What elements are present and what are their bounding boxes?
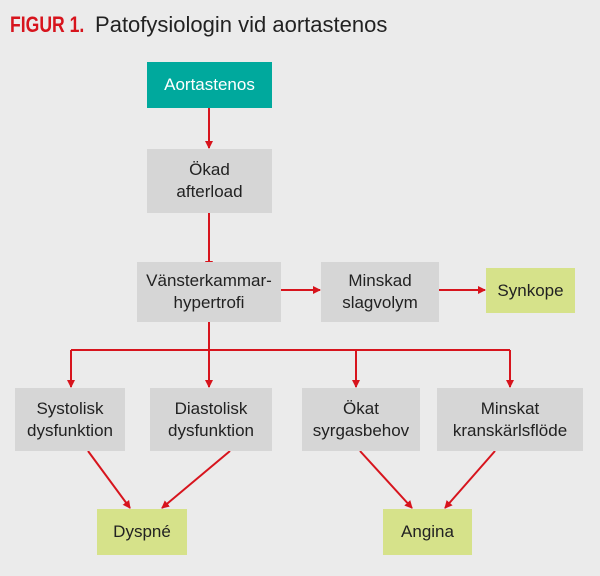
node-hypertrofi: Vänsterkammar- hypertrofi [137,262,281,322]
node-syrgasbehov: Ökat syrgasbehov [302,388,420,451]
arrow [444,450,496,509]
figure-title-text: Patofysiologin vid aortastenos [95,12,388,37]
arrow [87,450,131,509]
figure-label: FIGUR 1. [10,12,85,37]
figure-title: FIGUR 1. Patofysiologin vid aortastenos [10,12,387,38]
node-diastolisk: Diastolisk dysfunktion [150,388,272,451]
node-kranskarlsflode: Minskat kranskärlsflöde [437,388,583,451]
arrow [359,450,413,509]
arrow [161,450,231,509]
node-systolisk: Systolisk dysfunktion [15,388,125,451]
node-angina: Angina [383,509,472,555]
node-aortastenos: Aortastenos [147,62,272,108]
node-slagvolym: Minskad slagvolym [321,262,439,322]
node-afterload: Ökad afterload [147,149,272,213]
node-synkope: Synkope [486,268,575,313]
node-dyspne: Dyspné [97,509,187,555]
